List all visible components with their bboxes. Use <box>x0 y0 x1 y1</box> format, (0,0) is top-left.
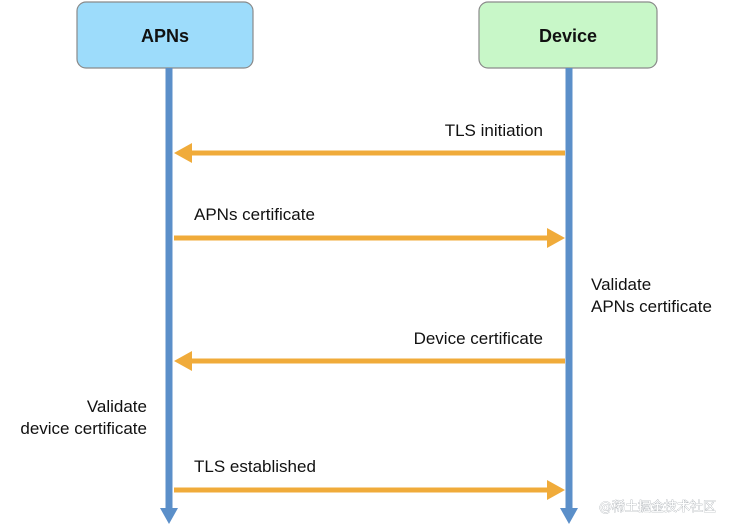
message-tls-initiation-label: TLS initiation <box>445 121 543 140</box>
note-validate-device-certificate: Validate device certificate <box>20 397 147 438</box>
lifeline-apns-arrowhead <box>160 508 178 524</box>
message-device-certificate: Device certificate <box>174 329 565 371</box>
message-tls-established-arrowhead <box>547 480 565 500</box>
note-device-line2: APNs certificate <box>591 297 712 316</box>
participant-device: Device <box>478 1 658 69</box>
message-device-certificate-label: Device certificate <box>414 329 543 348</box>
note-apns-line2: device certificate <box>20 419 147 438</box>
message-tls-established-label: TLS established <box>194 457 316 476</box>
lifeline-device-arrowhead <box>560 508 578 524</box>
note-validate-apns-certificate: Validate APNs certificate <box>591 275 712 316</box>
message-apns-certificate-arrowhead <box>547 228 565 248</box>
lifeline-apns <box>160 68 178 524</box>
note-apns-line1: Validate <box>87 397 147 416</box>
lifeline-device <box>560 68 578 524</box>
participant-device-label: Device <box>539 26 597 46</box>
message-tls-initiation: TLS initiation <box>174 121 565 163</box>
participant-apns: APNs <box>76 1 254 69</box>
message-device-certificate-arrowhead <box>174 351 192 371</box>
participant-apns-box <box>76 1 254 69</box>
message-tls-initiation-arrowhead <box>174 143 192 163</box>
note-device-line1: Validate <box>591 275 651 294</box>
watermark-text: @稀土掘金技术社区 <box>599 499 716 515</box>
message-apns-certificate-label: APNs certificate <box>194 205 315 224</box>
participant-apns-label: APNs <box>141 26 189 46</box>
message-tls-established: TLS established <box>174 457 565 500</box>
message-apns-certificate: APNs certificate <box>174 205 565 248</box>
